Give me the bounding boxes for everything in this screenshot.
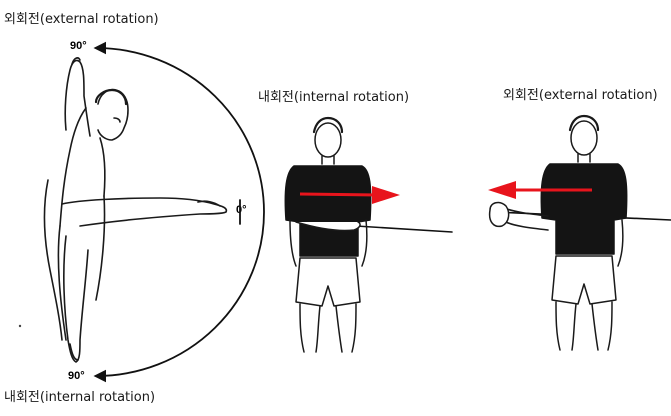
right-direction-arrow: [488, 181, 592, 199]
resistance-band: [355, 225, 453, 233]
speck: [18, 324, 22, 328]
angle-bottom-label: 90°: [68, 370, 85, 382]
middle-direction-arrow: [299, 186, 400, 204]
middle-internal-rotation-label: 내회전(internal rotation): [258, 90, 410, 105]
angle-top-label: 90°: [70, 40, 87, 52]
rotation-arc: [93, 41, 265, 383]
right-figure: [488, 114, 671, 351]
angle-zero-label: 0°: [236, 204, 247, 216]
left-internal-rotation-label: 내회전(internal rotation): [4, 390, 156, 405]
middle-figure: [284, 116, 453, 353]
left-external-rotation-label: 외회전(external rotation): [4, 12, 159, 27]
right-external-rotation-label: 외회전(external rotation): [503, 88, 658, 103]
left-figure: [43, 41, 265, 383]
